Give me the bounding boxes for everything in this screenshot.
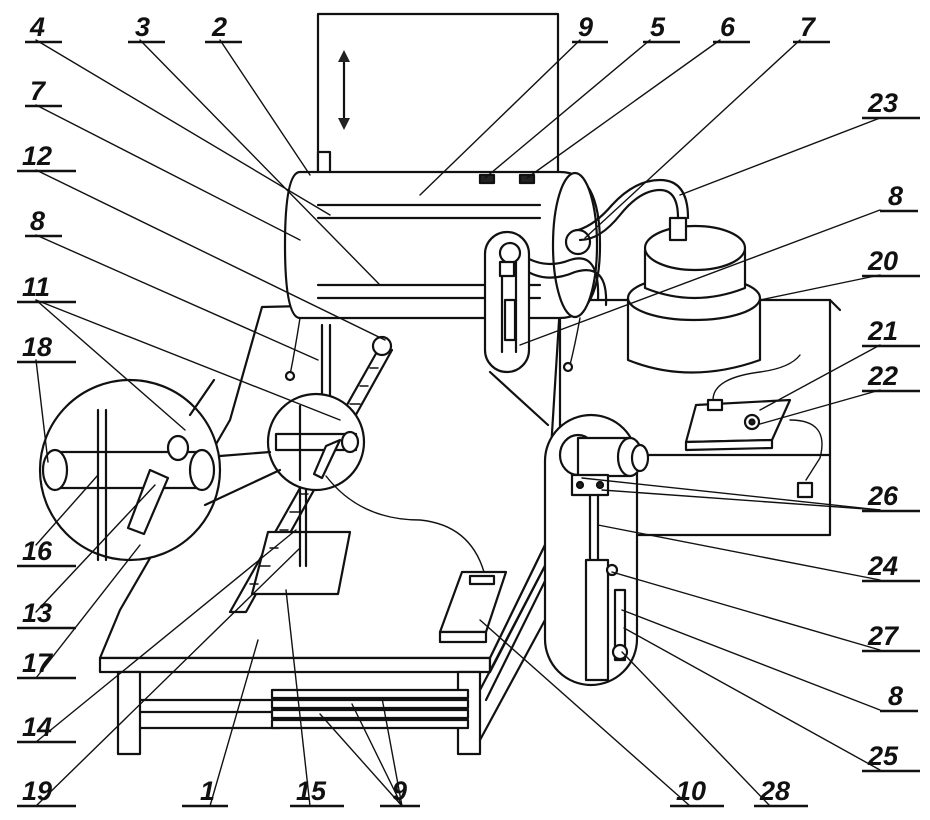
callout-7-top: 7 [800, 12, 817, 42]
callout-27: 27 [867, 621, 900, 651]
callout-10: 10 [676, 776, 706, 806]
callout-8-bottom: 8 [888, 681, 903, 711]
callout-24: 24 [867, 551, 898, 581]
callout-13: 13 [22, 598, 52, 628]
callout-23: 23 [867, 88, 898, 118]
callout-labels: 4 3 2 9 5 6 7 7 12 23 8 8 20 11 21 18 22… [17, 12, 920, 808]
callout-22: 22 [867, 361, 898, 391]
callout-4: 4 [29, 12, 45, 42]
sensor-inset-top [483, 230, 550, 427]
callout-26: 26 [867, 481, 899, 511]
callout-5: 5 [650, 12, 666, 42]
callout-8-right: 8 [888, 181, 903, 211]
callout-18: 18 [22, 332, 52, 362]
callout-21: 21 [867, 316, 898, 346]
plate-stack [270, 688, 470, 730]
callout-9-bottom: 9 [392, 776, 407, 806]
callout-28: 28 [759, 776, 790, 806]
clamp-inset-left [38, 378, 282, 562]
callout-7-left: 7 [30, 76, 47, 106]
callout-11: 11 [22, 272, 50, 302]
sensor-inset-right [543, 413, 650, 687]
callout-20: 20 [867, 246, 898, 276]
callout-6: 6 [720, 12, 736, 42]
callout-16: 16 [22, 536, 53, 566]
callout-9-top: 9 [578, 12, 593, 42]
meter [325, 475, 508, 644]
callout-12: 12 [22, 141, 52, 171]
clamp-inset-center [266, 392, 366, 492]
callout-25: 25 [867, 741, 899, 771]
callout-2: 2 [211, 12, 227, 42]
callout-14: 14 [22, 712, 52, 742]
callout-3: 3 [135, 12, 150, 42]
pump [576, 178, 762, 374]
callout-19: 19 [22, 776, 52, 806]
leader-lines [35, 39, 881, 807]
callout-8-left: 8 [30, 206, 45, 236]
callout-15: 15 [296, 776, 327, 806]
controller [684, 354, 823, 499]
callout-1: 1 [200, 776, 215, 806]
callout-17: 17 [22, 648, 54, 678]
